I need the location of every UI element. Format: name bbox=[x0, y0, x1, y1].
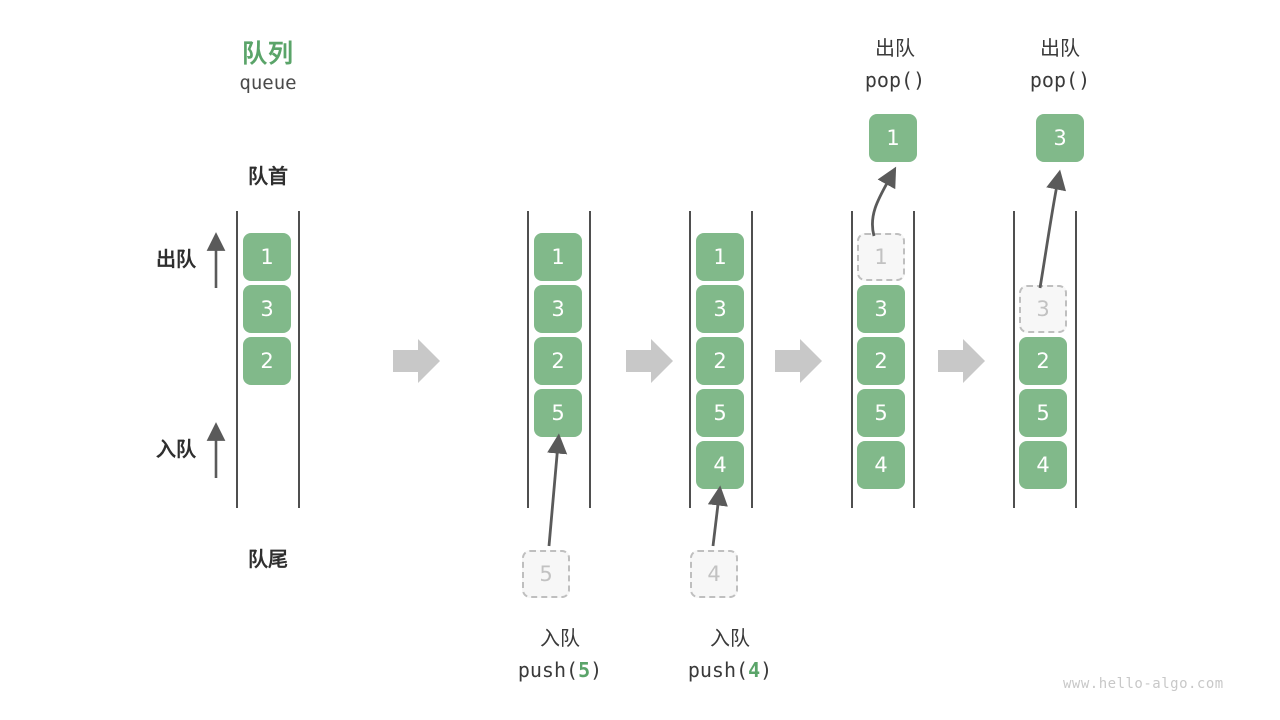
pop-caption-code-step-4: pop() bbox=[830, 68, 960, 92]
pop-caption-cn-step-5: 出队 bbox=[1040, 36, 1080, 60]
push-code-prefix: push( bbox=[517, 658, 579, 682]
queue-cell: 4 bbox=[1019, 441, 1067, 489]
queue-cell-ghost: 1 bbox=[857, 233, 905, 281]
queue-cell: 1 bbox=[534, 233, 582, 281]
queue-cell: 2 bbox=[696, 337, 744, 385]
push-caption-code-step-3: push(4) bbox=[660, 658, 800, 682]
queue-title-en: queue bbox=[239, 72, 297, 94]
queue-rail-right-step-1 bbox=[298, 211, 300, 508]
queue-rail-right-step-5 bbox=[1075, 211, 1077, 508]
dequeue-label: 出队 bbox=[156, 247, 196, 271]
push-input-cell: 5 bbox=[522, 550, 570, 598]
push-arrow-step-3-icon bbox=[707, 485, 728, 547]
push-arrow-step-2-icon bbox=[547, 433, 568, 547]
queue-cell: 4 bbox=[857, 441, 905, 489]
push-code-suffix: ) bbox=[590, 658, 603, 682]
queue-cell: 5 bbox=[696, 389, 744, 437]
queue-cell: 2 bbox=[857, 337, 905, 385]
front-label: 队首 bbox=[248, 164, 288, 188]
queue-rail-left-step-3 bbox=[689, 211, 691, 508]
push-code-suffix: ) bbox=[760, 658, 773, 682]
queue-cell: 2 bbox=[243, 337, 291, 385]
queue-rail-right-step-3 bbox=[751, 211, 753, 508]
queue-cell: 3 bbox=[857, 285, 905, 333]
queue-rail-right-step-2 bbox=[589, 211, 591, 508]
queue-rail-left-step-1 bbox=[236, 211, 238, 508]
queue-rail-left-step-4 bbox=[851, 211, 853, 508]
queue-cell: 3 bbox=[696, 285, 744, 333]
popped-cell: 3 bbox=[1036, 114, 1084, 162]
push-code-arg: 5 bbox=[578, 658, 591, 682]
queue-cell-ghost: 3 bbox=[1019, 285, 1067, 333]
queue-cell: 3 bbox=[534, 285, 582, 333]
queue-cell: 1 bbox=[696, 233, 744, 281]
queue-title-cn: 队列 bbox=[241, 39, 294, 68]
watermark: www.hello-algo.com bbox=[1063, 676, 1224, 692]
flow-arrow-2 bbox=[626, 339, 673, 383]
push-caption-code-step-2: push(5) bbox=[490, 658, 630, 682]
push-caption-cn-step-2: 入队 bbox=[540, 626, 580, 650]
pop-arrow-step-5-icon bbox=[1038, 169, 1067, 289]
queue-cell-new: 5 bbox=[534, 389, 582, 437]
queue-cell: 5 bbox=[1019, 389, 1067, 437]
pop-code-suffix: ) bbox=[1078, 68, 1091, 92]
pop-caption-cn-step-4: 出队 bbox=[875, 36, 915, 60]
push-caption-cn-step-3: 入队 bbox=[710, 626, 750, 650]
queue-cell: 5 bbox=[857, 389, 905, 437]
push-input-cell: 4 bbox=[690, 550, 738, 598]
push-code-prefix: push( bbox=[687, 658, 749, 682]
flow-arrow-1 bbox=[393, 339, 440, 383]
pop-arrow-step-4-icon bbox=[871, 166, 897, 237]
queue-cell: 1 bbox=[243, 233, 291, 281]
queue-rail-right-step-4 bbox=[913, 211, 915, 508]
pop-code-prefix: pop( bbox=[864, 68, 914, 92]
queue-cell: 3 bbox=[243, 285, 291, 333]
queue-cell: 2 bbox=[1019, 337, 1067, 385]
popped-cell: 1 bbox=[869, 114, 917, 162]
pop-caption-code-step-5: pop() bbox=[995, 68, 1125, 92]
pop-code-prefix: pop( bbox=[1029, 68, 1079, 92]
enqueue-label: 入队 bbox=[156, 437, 196, 461]
rear-label: 队尾 bbox=[248, 547, 288, 571]
queue-cell: 2 bbox=[534, 337, 582, 385]
pop-code-suffix: ) bbox=[913, 68, 926, 92]
queue-cell-new: 4 bbox=[696, 441, 744, 489]
queue-rail-left-step-2 bbox=[527, 211, 529, 508]
push-code-arg: 4 bbox=[748, 658, 761, 682]
queue-rail-left-step-5 bbox=[1013, 211, 1015, 508]
flow-arrow-4 bbox=[938, 339, 985, 383]
flow-arrow-3 bbox=[775, 339, 822, 383]
